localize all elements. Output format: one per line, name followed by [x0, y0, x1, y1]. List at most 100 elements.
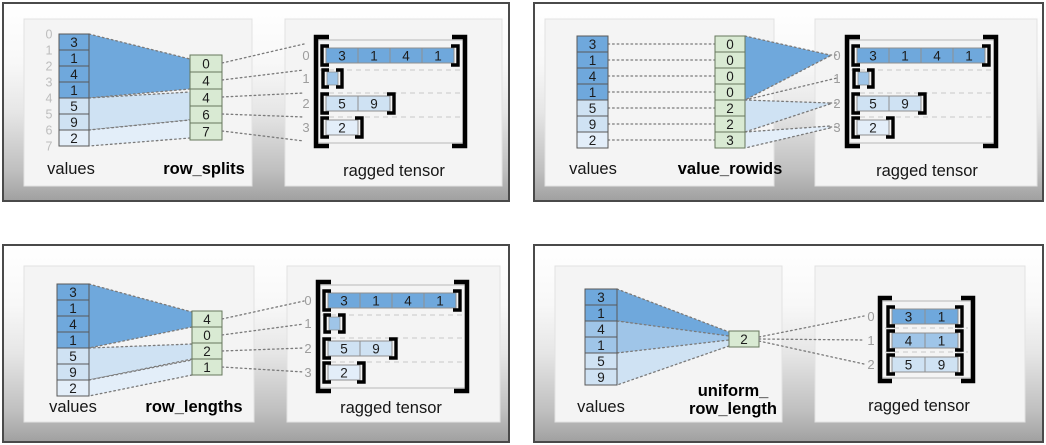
tensor-row-index: 1	[304, 316, 311, 331]
tensor-close-bracket-icon	[454, 279, 470, 394]
row-close-bracket-icon	[918, 92, 927, 115]
values-cell-value: 1	[70, 83, 78, 98]
values-cell	[56, 379, 90, 397]
tensor-cell-value: 9	[372, 341, 380, 356]
row-open-bracket-icon	[323, 313, 331, 334]
row-open-bracket-icon	[322, 337, 331, 360]
values-cell-value: 2	[69, 381, 77, 396]
partition-label: row_length	[689, 400, 777, 418]
dotted-connector	[221, 366, 305, 373]
tensor-cell	[421, 47, 455, 64]
fan-edge-dotted	[744, 103, 831, 133]
tensor-cell	[952, 47, 986, 64]
empty-row-cell	[857, 71, 870, 86]
tensor-cell-value: 4	[905, 333, 913, 348]
tensor-open-bracket-icon	[844, 34, 860, 149]
partition-cell-value: 7	[202, 124, 210, 139]
tensor-cell-value: 5	[905, 357, 913, 372]
fan-shape	[617, 340, 729, 385]
values-cell	[576, 131, 609, 149]
tensor-cell-value: 4	[402, 48, 410, 63]
values-cell-value: 2	[70, 131, 78, 146]
tensor-cell	[327, 364, 361, 381]
fan-edge-dotted	[616, 339, 730, 354]
values-cell-value: 9	[70, 115, 78, 130]
values-cell-value: 9	[589, 117, 597, 132]
row-close-bracket-icon	[955, 353, 964, 376]
fan-shape	[89, 92, 190, 130]
tensor-row-index: 0	[867, 309, 874, 324]
fan-shape	[89, 360, 192, 396]
dotted-connector	[221, 69, 305, 81]
row-close-bracket-icon	[453, 289, 462, 312]
value-index: 7	[46, 140, 53, 154]
values-cell-value: 1	[69, 333, 77, 348]
tensor-cell-value: 2	[338, 120, 346, 135]
fan-edge-dotted	[88, 137, 191, 147]
empty-row-cell	[326, 71, 339, 86]
tensor-label: ragged tensor	[868, 397, 970, 415]
fan-edge-dotted	[88, 326, 193, 349]
tensor-row-index: 3	[833, 120, 840, 135]
values-label: values	[47, 160, 95, 178]
tensor-cell-value: 9	[938, 357, 946, 372]
tensor-cell-value: 9	[370, 96, 378, 111]
tensor-open-bracket-icon	[313, 34, 329, 149]
fan-edge-dotted	[744, 125, 831, 133]
fan-edge-dotted	[616, 320, 730, 337]
tensor-row-index: 2	[833, 96, 840, 111]
row-close-bracket-icon	[355, 116, 364, 139]
tensor-cell-value: 3	[905, 309, 913, 324]
tensor-open-bracket-icon	[315, 279, 331, 394]
dotted-connector	[221, 347, 305, 352]
tensor-cell	[423, 292, 457, 309]
tensor-row-index: 0	[304, 293, 311, 308]
fan-shape	[89, 120, 190, 146]
dotted-connector	[221, 43, 305, 64]
tensor-cell-value: 1	[901, 48, 909, 63]
row-open-bracket-icon	[886, 329, 895, 352]
dotted-connector	[221, 323, 305, 336]
tensor-label: ragged tensor	[343, 162, 445, 180]
tensor-row-index: 2	[302, 96, 309, 111]
partition-cell-value: 1	[203, 360, 211, 375]
row-open-bracket-icon	[852, 68, 860, 89]
dotted-connector	[758, 340, 865, 365]
value-index: 3	[46, 76, 53, 90]
tensor-cell-value: 5	[869, 96, 877, 111]
fan-edge-dotted	[616, 288, 730, 333]
partition-cell-value: 3	[726, 133, 734, 148]
fan-edge-dotted	[744, 35, 831, 56]
fan-edge-dotted	[88, 119, 191, 131]
tensor-cell-value: 2	[869, 120, 877, 135]
values-cell-value: 3	[70, 35, 78, 50]
values-cell-value: 1	[69, 301, 77, 316]
values-label: values	[569, 160, 617, 178]
row-open-bracket-icon	[886, 305, 895, 328]
tensor-cell-value: 1	[372, 293, 380, 308]
partition-label: row_splits	[163, 160, 245, 178]
fan-edge-dotted	[744, 99, 831, 104]
fan-edge-dotted	[744, 127, 831, 149]
values-cell-value: 1	[597, 338, 605, 353]
tensor-cell-value: 4	[404, 293, 412, 308]
fan-shape	[617, 289, 729, 338]
fan-edge-dotted	[88, 343, 193, 349]
dotted-connector	[221, 113, 305, 118]
fan-edge-dotted	[88, 283, 193, 313]
tensor-cell-value: 1	[436, 293, 444, 308]
fan-edge-dotted	[88, 88, 191, 99]
tensor-cell-value: 3	[869, 48, 877, 63]
values-cell-value: 2	[589, 133, 597, 148]
tensor-cell-value: 5	[340, 341, 348, 356]
dotted-connector	[758, 338, 865, 341]
value-index: 1	[46, 44, 53, 58]
values-cell-value: 4	[69, 317, 77, 332]
